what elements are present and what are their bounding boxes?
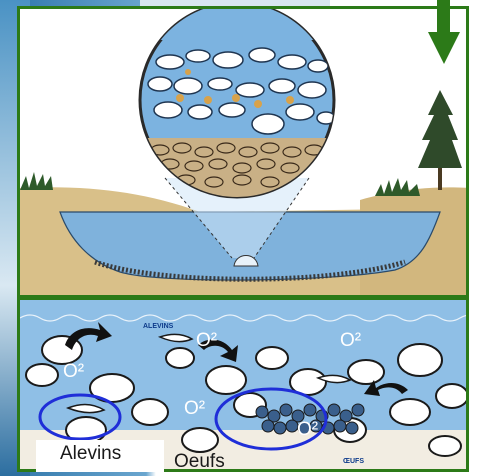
alevins-caption: ALEVINS bbox=[143, 323, 173, 331]
o2-label: O² bbox=[297, 420, 318, 439]
oeufs-label: Oeufs bbox=[174, 452, 225, 471]
o2-label: O² bbox=[63, 362, 84, 381]
grass-left bbox=[20, 172, 53, 190]
o2-label: O² bbox=[184, 399, 205, 418]
top-scene bbox=[20, 0, 470, 295]
tree-icon bbox=[418, 90, 462, 168]
down-arrow-icon bbox=[428, 0, 460, 64]
alevins-label: Alevins bbox=[60, 444, 121, 463]
oeufs-caption: ŒUFS bbox=[343, 458, 364, 466]
grass-right bbox=[375, 178, 420, 196]
o2-label: O² bbox=[340, 331, 361, 350]
o2-label: O² bbox=[196, 331, 217, 350]
